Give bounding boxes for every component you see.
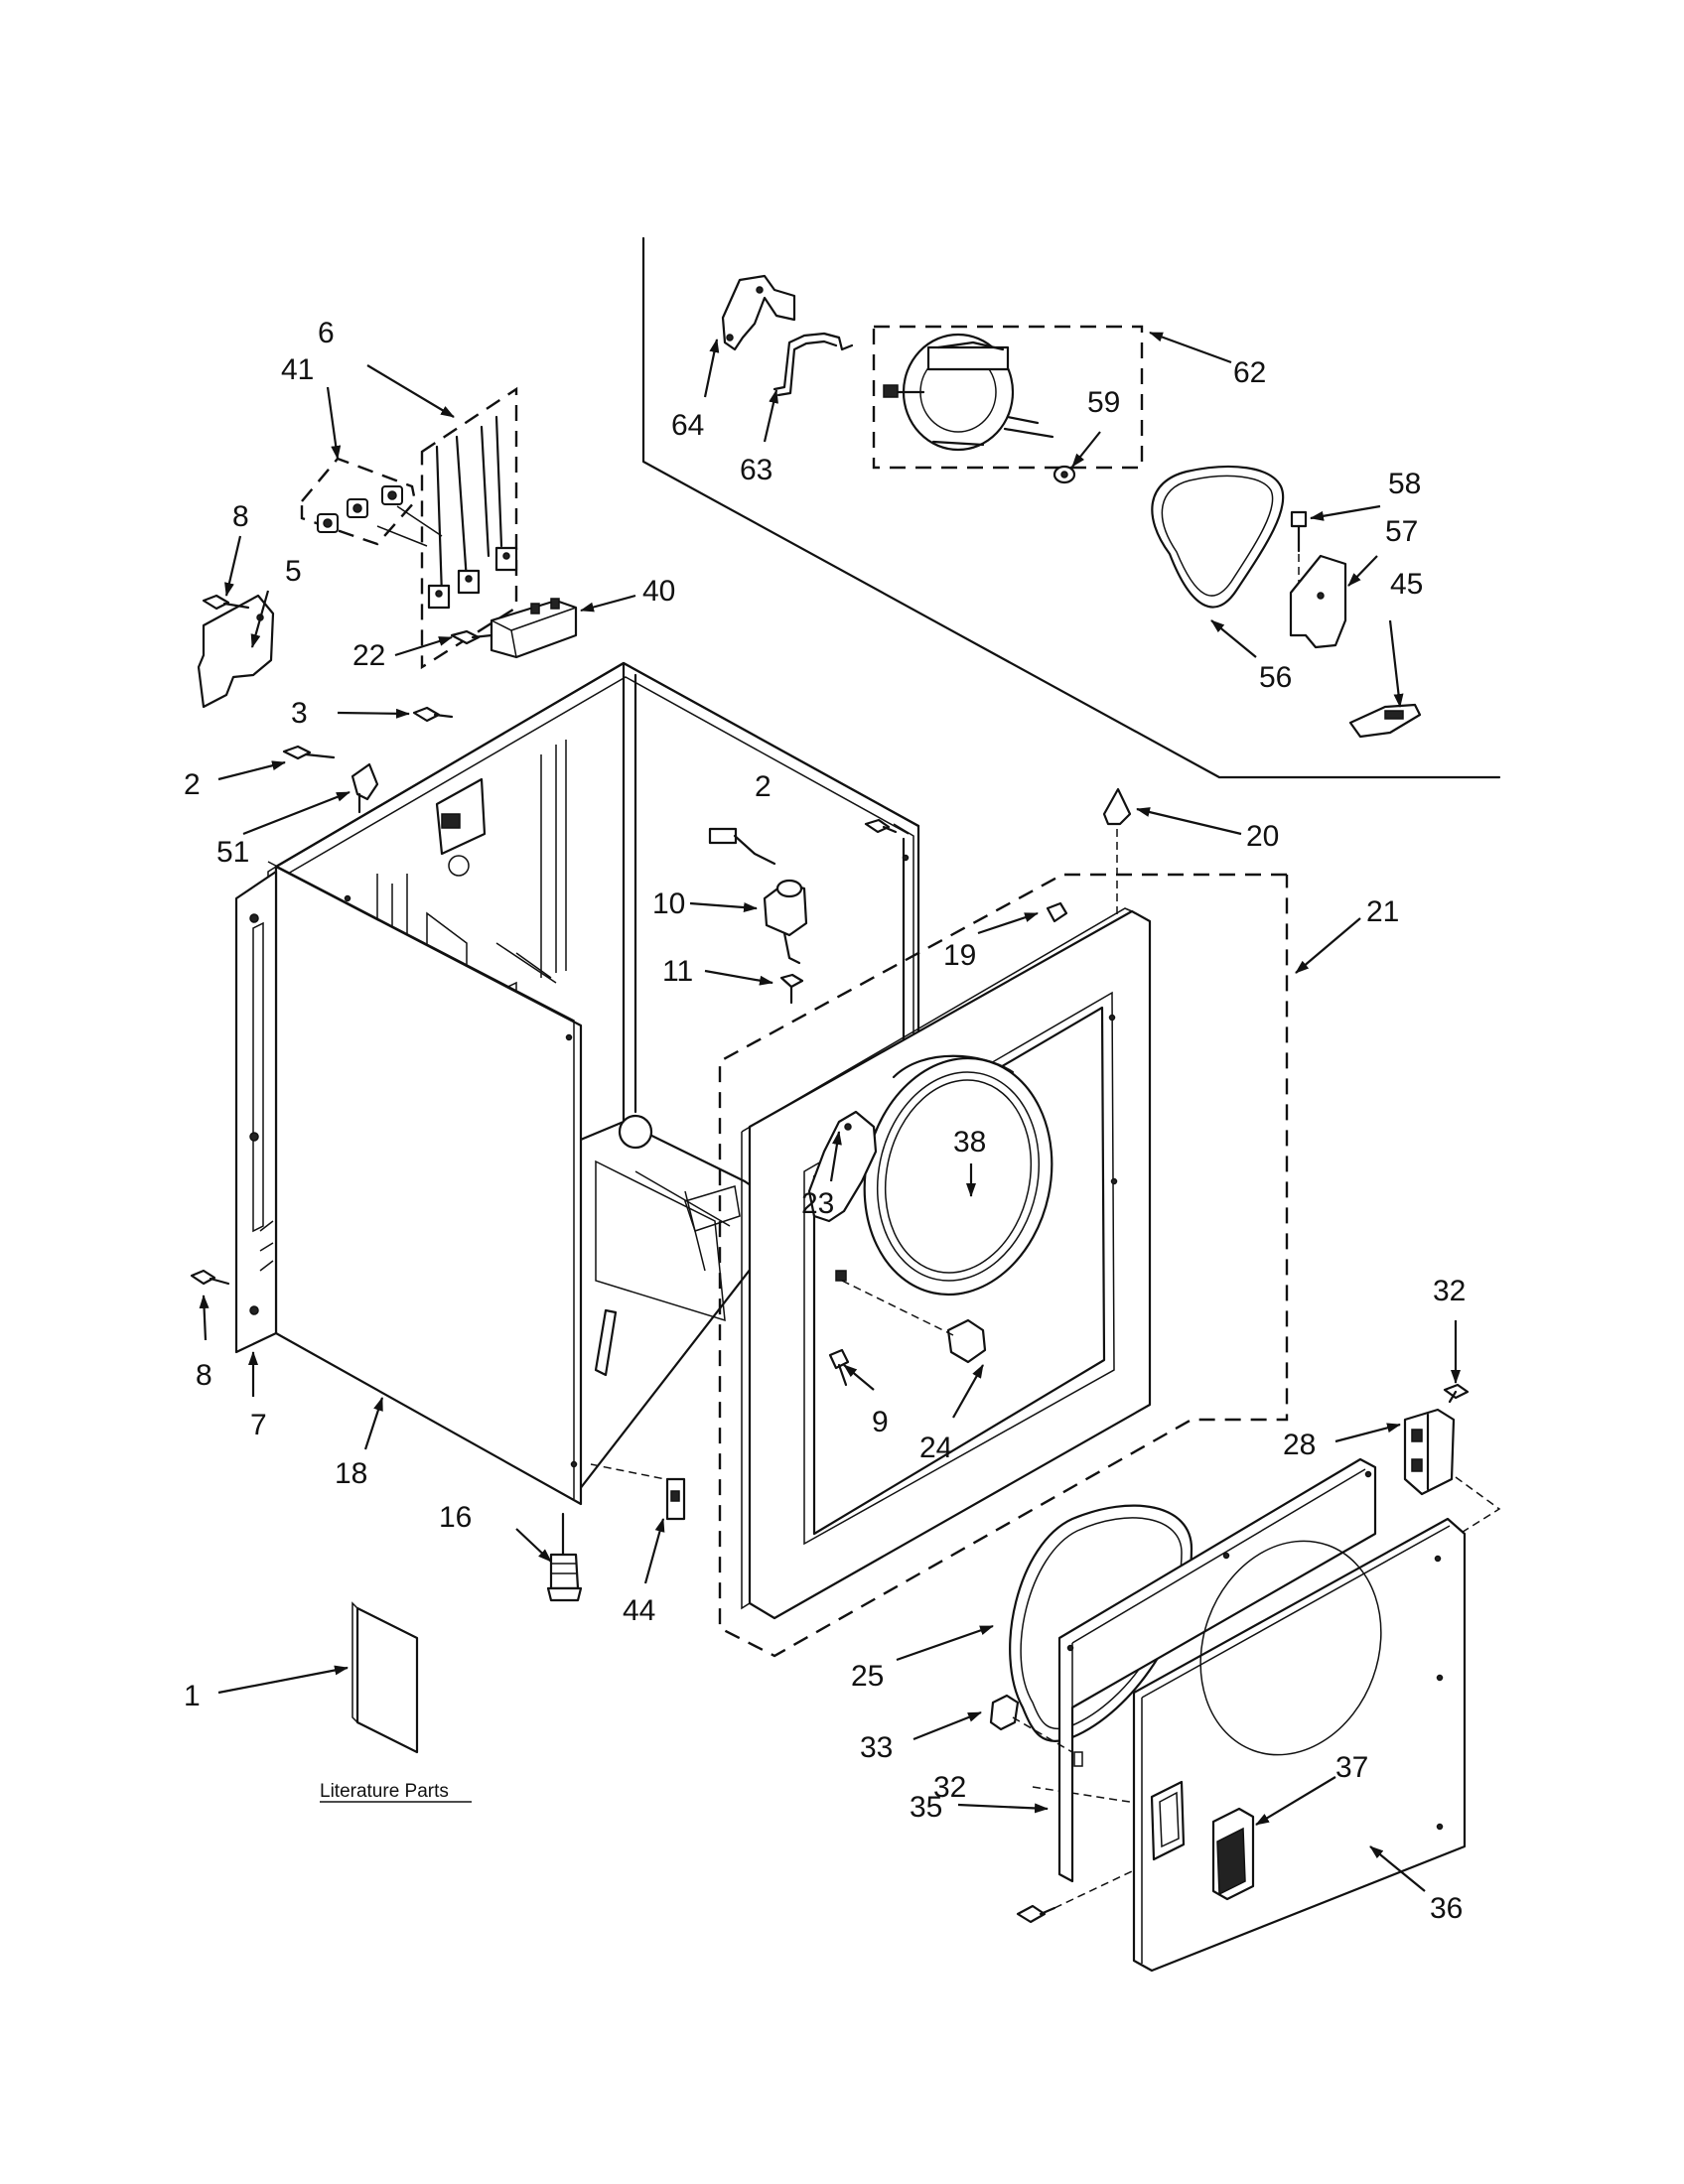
inner-door-panel-part-35 xyxy=(1057,1457,1377,1883)
callout-1: 1 xyxy=(184,1680,201,1712)
literature-caption-group: Literature Parts xyxy=(320,1781,472,1803)
callout-64: 64 xyxy=(671,409,704,442)
callout-20: 20 xyxy=(1246,820,1279,853)
callout-40: 40 xyxy=(642,575,675,608)
callout-45: 45 xyxy=(1390,568,1423,601)
front-panel-group xyxy=(718,787,1289,1658)
screw-part-58 xyxy=(1290,510,1308,591)
bracket-part-5 xyxy=(197,594,275,709)
screw-part-2-left xyxy=(282,745,336,760)
callout-38: 38 xyxy=(953,1126,986,1159)
callout-23: 23 xyxy=(801,1187,834,1220)
callout-10: 10 xyxy=(652,887,685,920)
callout-28: 28 xyxy=(1283,1429,1316,1461)
terminal-block-part-40 xyxy=(490,598,578,659)
callout-33: 33 xyxy=(860,1731,893,1764)
screw-part-32-bottom xyxy=(1016,1870,1133,1924)
callout-8-bottom: 8 xyxy=(196,1359,212,1392)
callout-8-top: 8 xyxy=(232,500,249,533)
callout-41: 41 xyxy=(281,353,314,386)
callout-58: 58 xyxy=(1388,468,1421,500)
literature-parts-caption: Literature Parts xyxy=(320,1781,449,1802)
callout-6: 6 xyxy=(318,317,335,349)
callout-21: 21 xyxy=(1366,895,1399,928)
screw-part-22 xyxy=(450,629,493,645)
callout-51: 51 xyxy=(216,836,249,869)
callout-36: 36 xyxy=(1430,1892,1463,1925)
callout-2-right: 2 xyxy=(755,770,772,803)
motor-part xyxy=(883,333,1054,452)
screw-part-8-lower xyxy=(190,1269,230,1286)
callout-22: 22 xyxy=(352,639,385,672)
callout-32-bottom: 32 xyxy=(933,1771,966,1804)
callout-arrows xyxy=(199,331,1461,1892)
literature-book-part-1 xyxy=(351,1601,419,1754)
callout-18: 18 xyxy=(335,1457,367,1490)
callout-59: 59 xyxy=(1087,386,1120,419)
screw-part-2-right xyxy=(864,818,898,834)
screw-part-3 xyxy=(412,706,454,723)
callout-24: 24 xyxy=(919,1432,952,1464)
callout-labels: 1 2 2 3 5 6 7 8 8 9 10 11 16 18 19 20 21… xyxy=(184,317,1466,1925)
terminal-block-group xyxy=(300,386,578,670)
hinge-part-28 xyxy=(1403,1408,1456,1496)
callout-16: 16 xyxy=(439,1501,472,1534)
wire-harness-part-6 xyxy=(376,415,518,610)
washer-part-59 xyxy=(1052,465,1076,484)
callout-44: 44 xyxy=(623,1594,655,1627)
cabinet-part-18 xyxy=(234,661,920,1506)
belt-part-56 xyxy=(1151,465,1285,609)
screw-part-32-top xyxy=(1443,1383,1470,1404)
bracket-part-57 xyxy=(1289,554,1347,649)
callout-35: 35 xyxy=(910,1791,942,1824)
callout-5: 5 xyxy=(285,555,302,588)
callout-25: 25 xyxy=(851,1660,884,1693)
screw-part-11 xyxy=(779,973,804,1005)
callout-11: 11 xyxy=(662,955,693,988)
callout-62: 62 xyxy=(1233,356,1266,389)
switch-part-45 xyxy=(1348,703,1422,739)
leveling-foot-part-16 xyxy=(546,1512,583,1602)
callout-2-left: 2 xyxy=(184,768,201,801)
callout-63: 63 xyxy=(740,454,772,486)
callout-57: 57 xyxy=(1385,515,1418,548)
callout-9: 9 xyxy=(872,1406,889,1438)
handle-part-37 xyxy=(1211,1807,1255,1901)
callout-37: 37 xyxy=(1335,1751,1368,1784)
motor-assembly-region xyxy=(641,236,1501,779)
clip-part-63 xyxy=(772,332,854,397)
door-assembly-group xyxy=(989,1383,1501,1973)
callout-56: 56 xyxy=(1259,661,1292,694)
callout-32-top: 32 xyxy=(1433,1275,1466,1307)
thermostat-part-10 xyxy=(708,827,808,965)
bracket-part-64 xyxy=(721,274,796,351)
latch-part-44 xyxy=(590,1463,686,1521)
strike-part-33 xyxy=(989,1694,1073,1753)
callout-7: 7 xyxy=(250,1409,267,1441)
callout-3: 3 xyxy=(291,697,308,730)
callout-19: 19 xyxy=(943,939,976,972)
